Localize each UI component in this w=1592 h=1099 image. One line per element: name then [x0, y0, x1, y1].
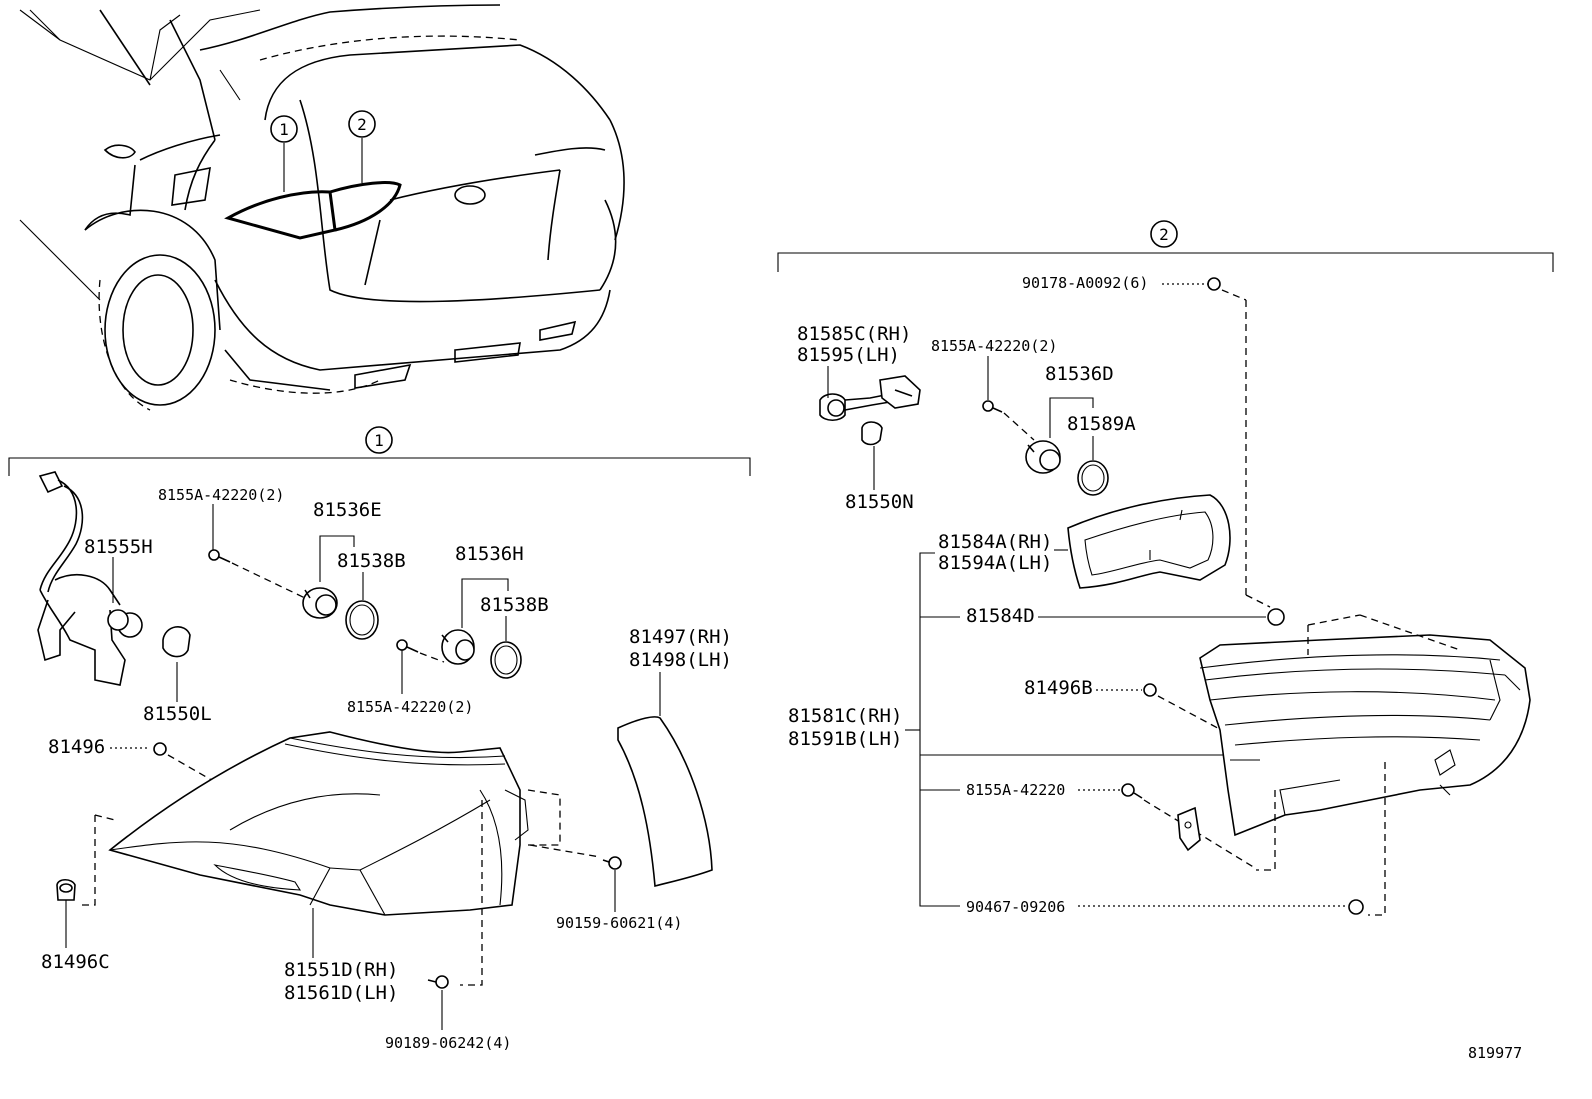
screw-icon: [427, 975, 449, 989]
label-81555H: 81555H: [84, 536, 153, 558]
bracket-icon: [1177, 806, 1201, 852]
callout-group-1: 1: [374, 431, 384, 450]
label-81496B: 81496B: [1024, 677, 1093, 699]
callout-circle: [1150, 220, 1178, 248]
wire-harness-icon: [37, 471, 143, 686]
label-8155A-42220-right-low: 8155A-42220: [966, 781, 1065, 799]
tail-lamp-assembly-icon: [108, 731, 529, 916]
label-81595: 81595(LH): [797, 344, 900, 366]
gasket-icon: [1077, 460, 1109, 496]
label-8155A-42220-mid: 8155A-42220(2): [347, 698, 473, 716]
label-8155A-42220-right-top: 8155A-42220(2): [931, 337, 1057, 355]
label-81581C: 81581C(RH): [788, 705, 902, 727]
diagram-number: 819977: [1468, 1044, 1522, 1062]
group-2-inner-lamp: 2 90178-A0092(6) 81585C(RH) 81595(LH) 81…: [777, 220, 1554, 916]
label-81536E: 81536E: [313, 499, 382, 521]
socket-icon: [1025, 440, 1061, 474]
screw-icon: [1121, 783, 1143, 799]
label-81496: 81496: [48, 736, 105, 758]
callout-circle: [348, 110, 376, 138]
label-8155A-42220-top: 8155A-42220(2): [158, 486, 284, 504]
wire-harness-icon: [819, 375, 921, 422]
screw-icon: [396, 639, 419, 653]
screw-icon: [602, 856, 622, 870]
label-90189-06242: 90189-06242(4): [385, 1034, 511, 1052]
label-90159-60621: 90159-60621(4): [556, 914, 682, 932]
label-81584A: 81584A(RH): [938, 531, 1052, 553]
clip-icon: [153, 742, 167, 756]
label-81585C: 81585C(RH): [797, 323, 911, 345]
label-90178-A0092: 90178-A0092(6): [1022, 274, 1148, 292]
label-81591B: 81591B(LH): [788, 728, 902, 750]
callout-car-1: 1: [279, 120, 289, 139]
gasket-icon: [490, 641, 522, 679]
bulb-icon: [162, 626, 191, 658]
group-1-outer-lamp: 1 81555H 81550L 8155A-42220(2): [8, 426, 751, 1052]
label-90467-09206: 90467-09206: [966, 898, 1065, 916]
socket-icon: [302, 587, 338, 619]
label-81538B-b: 81538B: [480, 594, 549, 616]
label-81536D: 81536D: [1045, 363, 1114, 385]
label-81584D: 81584D: [966, 605, 1035, 627]
nut-icon: [1348, 899, 1364, 915]
label-81550N: 81550N: [845, 491, 914, 513]
grommet-icon: [56, 878, 76, 901]
label-81561D: 81561D(LH): [284, 982, 398, 1004]
screw-icon: [208, 549, 231, 563]
label-81497: 81497(RH): [629, 626, 732, 648]
label-81498: 81498(LH): [629, 649, 732, 671]
nut-icon: [1207, 277, 1221, 291]
screw-icon: [982, 400, 1003, 413]
callout-circle: [365, 426, 393, 454]
callout-car-2: 2: [357, 115, 367, 134]
bulb-icon: [861, 421, 883, 446]
lens-cover-icon: [617, 716, 713, 888]
label-81551D: 81551D(RH): [284, 959, 398, 981]
label-81589A: 81589A: [1067, 413, 1136, 435]
label-81496C: 81496C: [41, 951, 110, 973]
clip-icon: [1143, 683, 1157, 697]
label-81536H: 81536H: [455, 543, 524, 565]
gasket-frame-icon: [1067, 494, 1231, 589]
label-81550L: 81550L: [143, 703, 212, 725]
label-81594A: 81594A(LH): [938, 552, 1052, 574]
callout-group-2: 2: [1159, 225, 1169, 244]
vehicle-illustration: 1 2: [19, 4, 625, 411]
socket-icon: [441, 629, 475, 665]
callout-circle: [270, 115, 298, 143]
gasket-ring-icon: [1267, 608, 1285, 626]
gasket-icon: [345, 600, 379, 640]
inner-lamp-assembly-icon: [1199, 634, 1531, 837]
label-81538B-a: 81538B: [337, 550, 406, 572]
